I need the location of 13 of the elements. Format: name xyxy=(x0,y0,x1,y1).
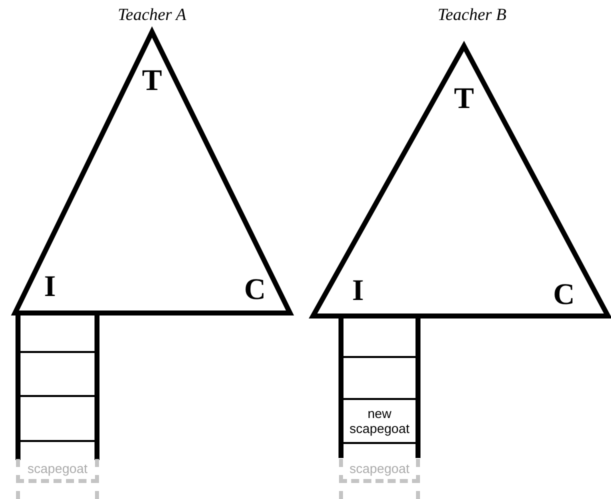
corner-letter: I xyxy=(352,276,364,306)
new-scapegoat-label: new scapegoat xyxy=(348,406,410,436)
teacher-heading: Teacher A xyxy=(118,6,186,23)
slot-label: scapegoat xyxy=(26,462,88,475)
corner-letter: C xyxy=(553,280,575,310)
corner-letter: T xyxy=(142,66,162,96)
corner-letter: T xyxy=(454,84,474,114)
corner-letter: C xyxy=(244,275,266,305)
slot-label: scapegoat xyxy=(348,462,410,475)
teacher-heading: Teacher B xyxy=(438,6,506,23)
corner-letter: I xyxy=(44,272,56,302)
scapegoat-slot xyxy=(16,459,99,483)
scapegoat-slot xyxy=(339,459,420,483)
